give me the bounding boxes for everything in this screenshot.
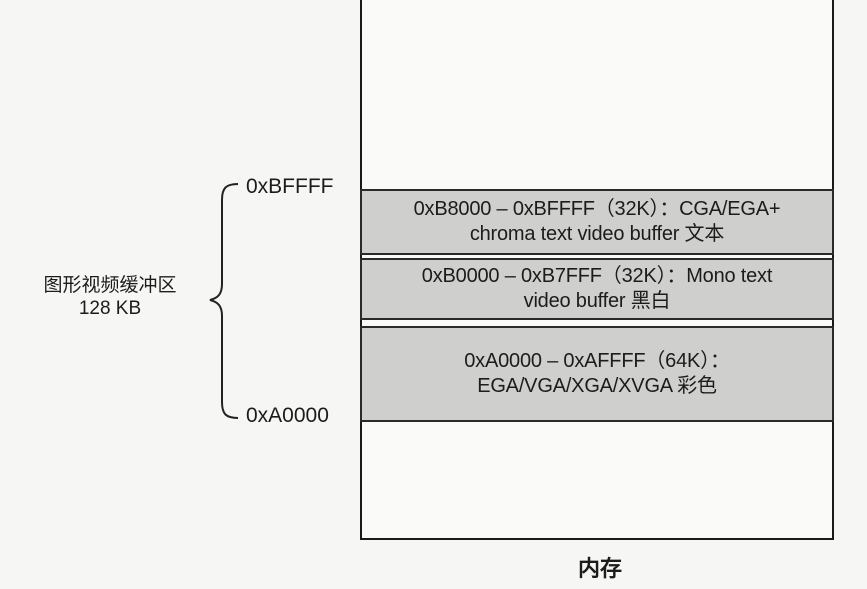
- memory-region-mono-text: 0xB0000 – 0xB7FFF（32K）：Mono text video b…: [360, 258, 834, 320]
- memory-region-cga-ega-text: 0xB8000 – 0xBFFFF（32K）：CGA/EGA+ chroma t…: [360, 189, 834, 255]
- address-bottom-label: 0xA0000: [246, 404, 329, 427]
- video-buffer-label: 图形视频缓冲区 128 KB: [30, 274, 190, 320]
- curly-brace: [209, 183, 239, 419]
- region-line: 0xB8000 – 0xBFFFF（32K）：CGA/EGA+: [413, 198, 781, 220]
- region-line: EGA/VGA/XGA/XVGA 彩色: [477, 375, 717, 397]
- memory-region-ega-vga-color: 0xA0000 – 0xAFFFF（64K）： EGA/VGA/XGA/XVGA…: [360, 326, 834, 422]
- address-top-label: 0xBFFFF: [246, 175, 334, 198]
- memory-caption: 内存: [577, 556, 622, 581]
- region-line: chroma text video buffer 文本: [469, 223, 725, 245]
- region-line: video buffer 黑白: [523, 290, 671, 312]
- video-buffer-label-size: 128 KB: [78, 298, 142, 319]
- region-line: 0xA0000 – 0xAFFFF（64K）：: [464, 350, 730, 372]
- video-buffer-label-title: 图形视频缓冲区: [43, 275, 177, 296]
- region-line: 0xB0000 – 0xB7FFF（32K）：Mono text: [421, 265, 773, 287]
